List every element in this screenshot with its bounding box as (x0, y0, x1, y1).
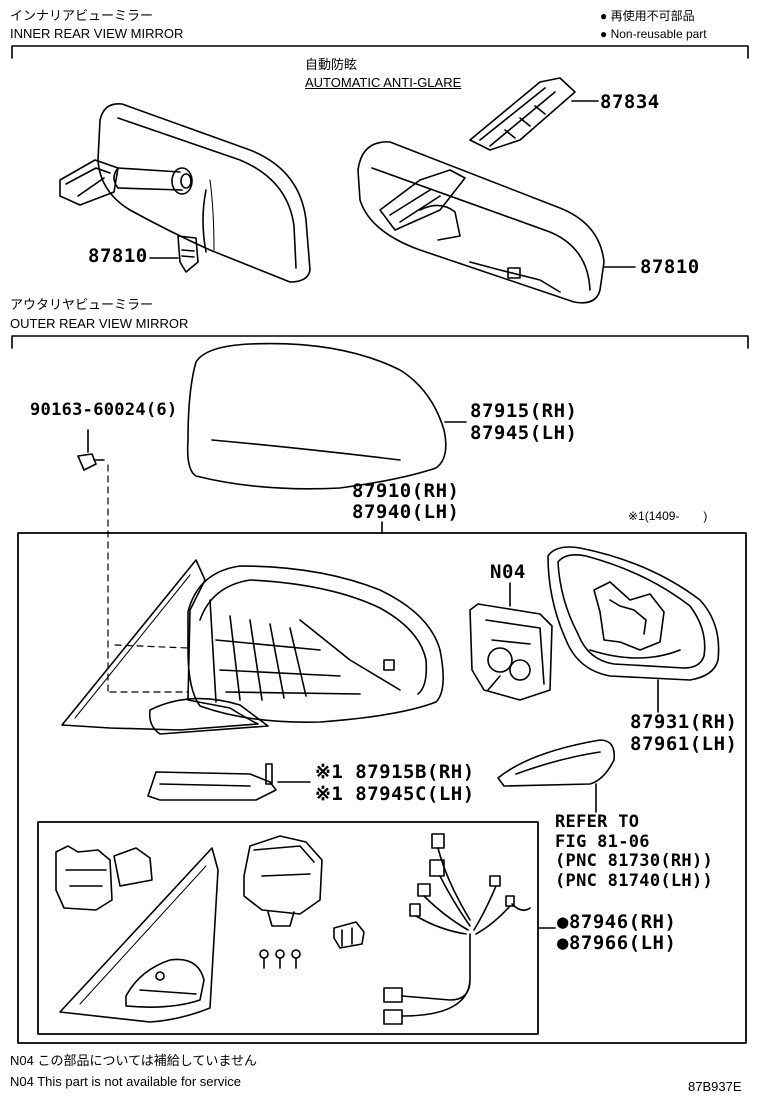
turn-signal-lamp-drawing (497, 739, 616, 813)
legend-en: ● Non-reusable part (600, 27, 707, 41)
part-87940-lh[interactable]: 87940(LH) (352, 501, 460, 523)
part-87834[interactable]: 87834 (600, 91, 660, 113)
part-87945-lh[interactable]: 87945(LH) (470, 422, 578, 444)
part-87966-lh[interactable]: ●87966(LH) (557, 932, 677, 954)
part-87945c-lh[interactable]: ※1 87945C(LH) (315, 783, 475, 805)
figure-id: 87B937E (688, 1079, 742, 1094)
note-range-1409: ※1(1409- ) (628, 509, 708, 523)
outer-mirror-title-en: OUTER REAR VIEW MIRROR (10, 316, 189, 331)
part-87915b-rh[interactable]: ※1 87915B(RH) (315, 761, 475, 783)
part-bolt-90163[interactable]: 90163-60024(6) (30, 400, 178, 420)
clip-drawing (333, 921, 365, 949)
bolt-drawing (77, 429, 109, 696)
footer-note-en: N04 This part is not available for servi… (10, 1074, 241, 1089)
auto-anti-glare-jp: 自動防眩 (305, 57, 358, 72)
inner-section-bracket (11, 45, 749, 59)
auto-anti-glare-en: AUTOMATIC ANTI-GLARE (305, 75, 462, 90)
part-87810-right[interactable]: 87810 (640, 256, 700, 278)
mirror-base-drawing (59, 847, 219, 1023)
refer-to-line3: (PNC 81730(RH)) (555, 851, 714, 871)
part-87910-rh[interactable]: 87910(RH) (352, 480, 460, 502)
part-87931-rh[interactable]: 87931(RH) (630, 711, 738, 733)
outer-mirror-title-jp: アウタリヤビューミラー (10, 297, 154, 312)
garnish-drawing (147, 763, 311, 801)
refer-to-line2[interactable]: FIG 81-06 (555, 832, 650, 852)
inner-mirror-title-en: INNER REAR VIEW MIRROR (10, 26, 184, 41)
outer-section-bracket (11, 335, 749, 349)
part-87946-rh[interactable]: ●87946(RH) (557, 911, 677, 933)
outer-mirror-cover-drawing (186, 342, 467, 490)
legend-jp: ● 再使用不可部品 (600, 9, 695, 23)
mount-bracket-drawing (55, 845, 153, 911)
inner-mirror-auto-drawing (357, 77, 636, 304)
refer-to-line1: REFER TO (555, 812, 640, 832)
inner-mirror-title-jp: インナリアビューミラー (10, 8, 154, 23)
part-87810-left[interactable]: 87810 (88, 245, 148, 267)
footer-note-jp: N04 この部品については補給していません (10, 1053, 258, 1068)
refer-to-line4: (PNC 81740(LH)) (555, 871, 714, 891)
outer-mirror-body-drawing (61, 559, 444, 735)
mirror-glass-drawing (547, 546, 720, 713)
actuator-drawing (243, 835, 323, 969)
part-n04[interactable]: N04 (490, 561, 526, 583)
part-87961-lh[interactable]: 87961(LH) (630, 733, 738, 755)
inner-mirror-standard-drawing (59, 103, 311, 283)
wire-harness-frame (37, 821, 556, 1035)
part-87915-rh[interactable]: 87915(RH) (470, 400, 578, 422)
n04-motor-drawing (469, 582, 553, 701)
wire-harness-drawing (383, 833, 531, 1025)
outer-mirror-assembly-frame (17, 521, 747, 1044)
